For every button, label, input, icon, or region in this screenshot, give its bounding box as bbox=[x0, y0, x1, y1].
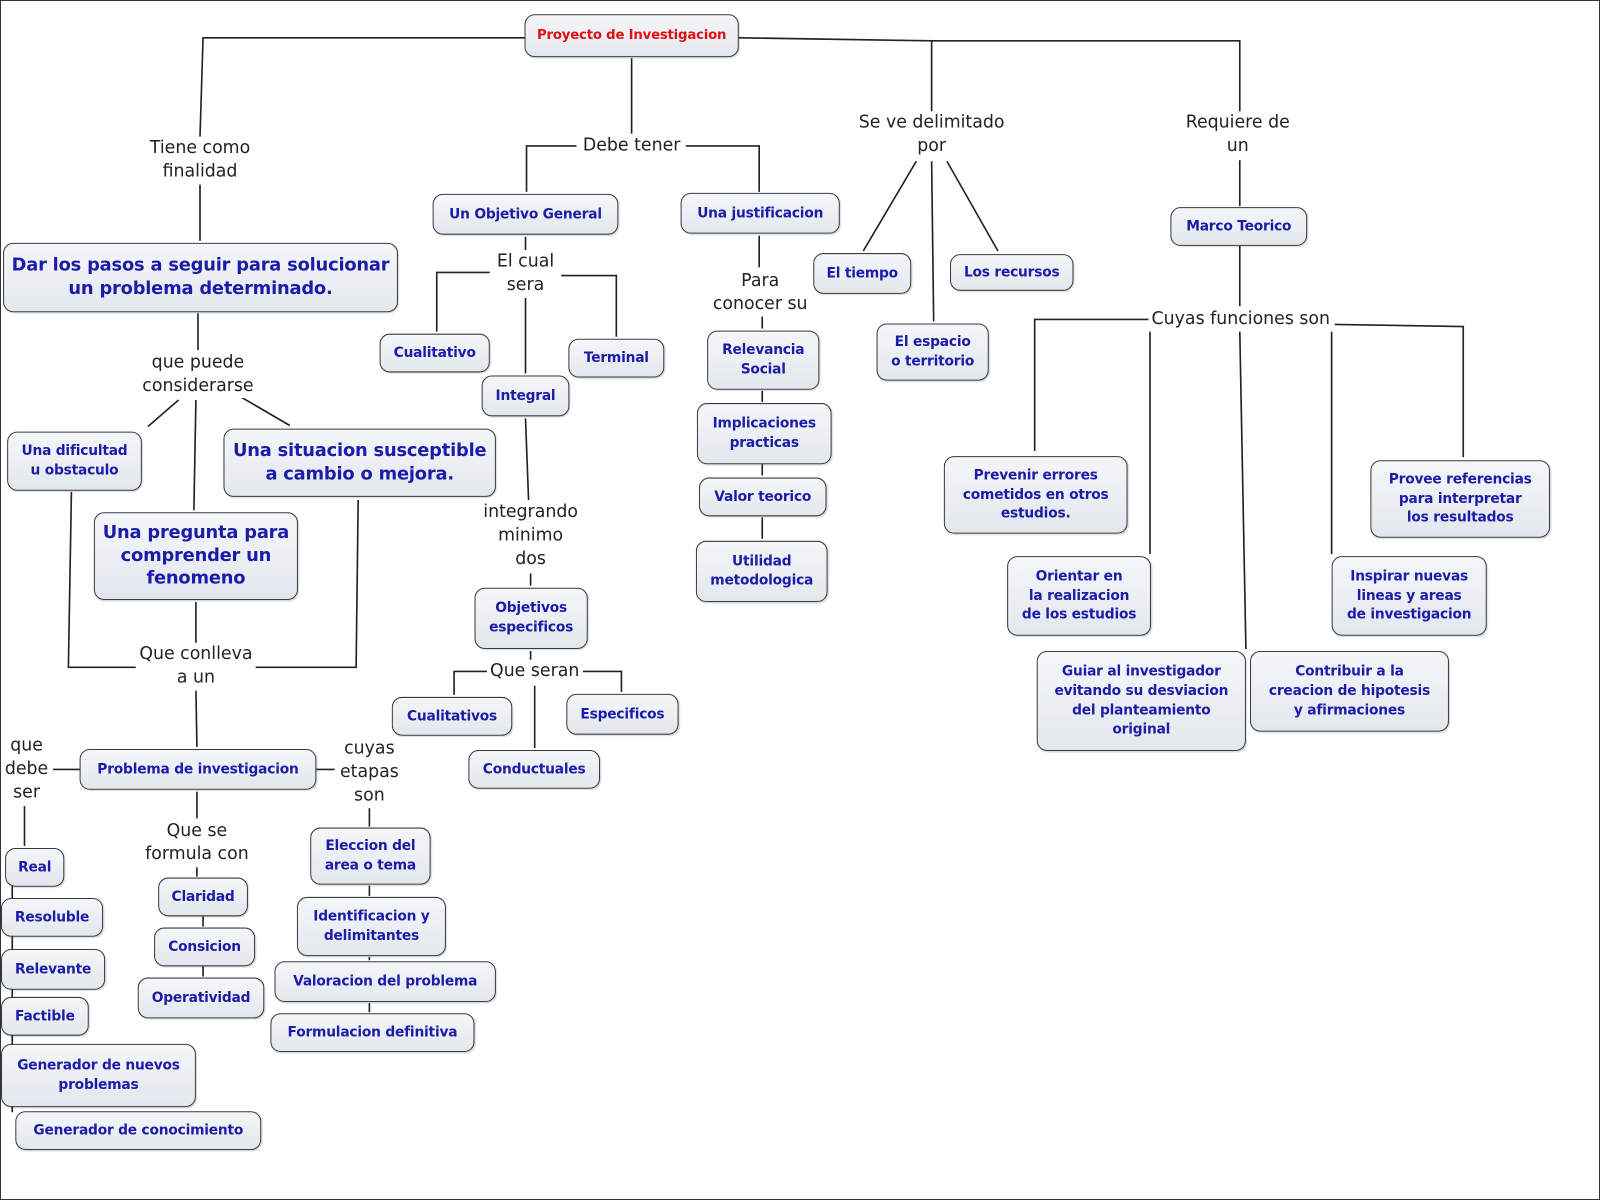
concept-node-prevenir[interactable]: Prevenir errores cometidos en otros estu… bbox=[943, 456, 1128, 534]
concept-node-valoracion[interactable]: Valoracion del problema bbox=[274, 961, 496, 1003]
connector-line bbox=[1238, 331, 1247, 649]
concept-node-valor-teorico[interactable]: Valor teorico bbox=[698, 477, 827, 517]
connector-line bbox=[931, 39, 1241, 113]
concept-node-especificos[interactable]: Especificos bbox=[566, 693, 679, 735]
concept-node-implicaciones[interactable]: Implicaciones practicas bbox=[696, 403, 832, 465]
connector-line bbox=[1334, 323, 1465, 458]
connector-line bbox=[525, 145, 577, 192]
concept-node-cualitativos[interactable]: Cualitativos bbox=[391, 696, 513, 736]
connector-line bbox=[255, 499, 359, 669]
concept-node-cualitativo[interactable]: Cualitativo bbox=[379, 333, 490, 373]
link-label-tiene-como: Tiene como finalidad bbox=[146, 136, 254, 184]
connector-line bbox=[738, 36, 933, 113]
connector-line bbox=[930, 161, 935, 322]
link-label-cuyas-funciones: Cuyas funciones son bbox=[1148, 307, 1334, 332]
concept-node-recursos[interactable]: Los recursos bbox=[949, 254, 1074, 291]
connector-line bbox=[524, 418, 530, 501]
connector-line bbox=[147, 399, 180, 428]
connector-line bbox=[1033, 318, 1152, 452]
concept-node-contribuir[interactable]: Contribuir a la creacion de hipotesis y … bbox=[1249, 651, 1449, 732]
concept-node-relevancia-social[interactable]: Relevancia Social bbox=[707, 330, 820, 390]
connector-line bbox=[453, 670, 490, 695]
concept-node-dificultad[interactable]: Una dificultad u obstaculo bbox=[7, 431, 142, 491]
concept-node-real[interactable]: Real bbox=[5, 847, 65, 887]
concept-node-identificacion[interactable]: Identificacion y delimitantes bbox=[296, 896, 446, 957]
concept-node-problema[interactable]: Problema de investigacion bbox=[79, 748, 317, 790]
connector-line bbox=[561, 274, 618, 337]
connector-line bbox=[240, 396, 291, 427]
concept-node-eleccion[interactable]: Eleccion del area o tema bbox=[310, 827, 431, 885]
concept-node-integral[interactable]: Integral bbox=[481, 375, 570, 417]
link-label-que-debe: que debe ser bbox=[1, 734, 52, 805]
link-label-que-puede: que puede considerarse bbox=[139, 351, 257, 398]
concept-node-consicion[interactable]: Consicion bbox=[154, 927, 256, 967]
concept-node-marco-teorico[interactable]: Marco Teorico bbox=[1170, 207, 1308, 246]
concept-node-relevante[interactable]: Relevante bbox=[1, 948, 106, 990]
concept-node-claridad[interactable]: Claridad bbox=[158, 877, 248, 917]
concept-node-situacion[interactable]: Una situacion susceptible a cambio o mej… bbox=[223, 428, 496, 497]
link-label-formula: Que se formula con bbox=[142, 819, 252, 867]
link-label-para-conocer: Para conocer su bbox=[709, 269, 811, 317]
connector-line bbox=[862, 160, 918, 252]
concept-node-dar-pasos[interactable]: Dar los pasos a seguir para solucionar u… bbox=[3, 242, 398, 313]
concept-node-generador-problemas[interactable]: Generador de nuevos problemas bbox=[1, 1043, 196, 1108]
concept-node-terminal[interactable]: Terminal bbox=[568, 338, 665, 378]
concept-node-objetivo-general[interactable]: Un Objetivo General bbox=[432, 193, 619, 235]
concept-node-justificacion[interactable]: Una justificacion bbox=[680, 192, 840, 234]
concept-node-guiar[interactable]: Guiar al investigador evitando su desvia… bbox=[1036, 651, 1246, 752]
link-label-debe-tener: Debe tener bbox=[579, 134, 684, 158]
concept-node-formulacion[interactable]: Formulacion definitiva bbox=[270, 1013, 475, 1053]
concept-node-operatividad[interactable]: Operatividad bbox=[137, 977, 265, 1019]
link-label-cuyas-etapas: cuyas etapas son bbox=[336, 737, 402, 808]
concept-node-root[interactable]: Proyecto de Investigacion bbox=[524, 14, 739, 58]
link-label-que-seran: Que seran bbox=[486, 659, 583, 684]
link-label-integrando: integrando minimo dos bbox=[480, 500, 582, 571]
concept-node-pregunta[interactable]: Una pregunta para comprender un fenomeno bbox=[93, 512, 298, 600]
connector-line bbox=[581, 670, 623, 692]
connector-line bbox=[685, 145, 760, 192]
connector-line bbox=[199, 36, 525, 137]
link-label-requiere: Requiere de un bbox=[1182, 111, 1293, 159]
concept-node-inspirar[interactable]: Inspirar nuevas lineas y areas de invest… bbox=[1331, 556, 1487, 636]
link-label-conlleva: Que conlleva a un bbox=[136, 642, 256, 690]
concept-node-factible[interactable]: Factible bbox=[1, 996, 89, 1036]
link-label-delimitado: Se ve delimitado por bbox=[855, 111, 1008, 159]
connector-line bbox=[435, 271, 490, 332]
connector-line bbox=[67, 491, 136, 669]
connector-line bbox=[946, 160, 999, 252]
concept-node-utilidad[interactable]: Utilidad metodologica bbox=[695, 540, 828, 603]
connector-line bbox=[193, 399, 197, 511]
concept-node-tiempo[interactable]: El tiempo bbox=[813, 253, 912, 294]
concept-node-generador-conocimiento[interactable]: Generador de conocimiento bbox=[15, 1111, 262, 1150]
concept-node-orientar[interactable]: Orientar en la realizacion de los estudi… bbox=[1007, 556, 1152, 636]
concept-node-espacio[interactable]: El espacio o territorio bbox=[876, 323, 989, 381]
concept-node-provee[interactable]: Provee referencias para interpretar los … bbox=[1370, 460, 1550, 538]
link-label-el-cual: El cual sera bbox=[493, 250, 558, 297]
concept-node-resoluble[interactable]: Resoluble bbox=[1, 897, 104, 937]
connector-line bbox=[195, 690, 198, 747]
concept-node-objetivos-especificos[interactable]: Objetivos especificos bbox=[474, 587, 588, 649]
concept-node-conductuales[interactable]: Conductuales bbox=[468, 749, 600, 789]
